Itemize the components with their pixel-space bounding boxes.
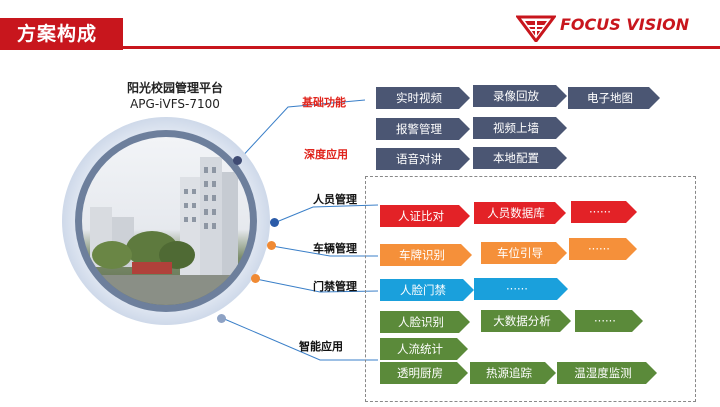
dot-smart bbox=[217, 314, 226, 323]
campus-photo bbox=[82, 137, 250, 305]
box-temp-humid: 温湿度监测 bbox=[557, 362, 657, 384]
box-kitchen: 透明厨房 bbox=[380, 362, 468, 384]
dot-vehicle bbox=[267, 241, 276, 250]
dot-access bbox=[251, 274, 260, 283]
box-realtime-video: 实时视频 bbox=[376, 87, 470, 109]
box-vehicle-more: ······ bbox=[569, 238, 637, 260]
category-deep: 深度应用 bbox=[304, 148, 348, 161]
box-emap: 电子地图 bbox=[568, 87, 660, 109]
box-person-more: ······ bbox=[571, 201, 637, 223]
logo-text: FOCUS VISION bbox=[560, 15, 690, 34]
box-face-recog: 人脸识别 bbox=[380, 311, 470, 333]
category-vehicle: 车辆管理 bbox=[313, 242, 357, 255]
platform-label: 阳光校园管理平台 APG-iVFS-7100 bbox=[105, 80, 245, 112]
box-playback: 录像回放 bbox=[473, 85, 567, 107]
box-local-config: 本地配置 bbox=[473, 147, 567, 169]
extended-functions-region bbox=[365, 176, 696, 402]
box-plate-recog: 车牌识别 bbox=[380, 244, 472, 266]
category-personnel: 人员管理 bbox=[313, 193, 357, 206]
title-rule bbox=[0, 46, 720, 49]
shield-logo-icon bbox=[515, 15, 557, 44]
dot-basic bbox=[233, 156, 242, 165]
dot-personnel bbox=[270, 218, 279, 227]
platform-model: APG-iVFS-7100 bbox=[130, 97, 220, 111]
focus-vision-logo: FOCUS VISION bbox=[515, 14, 716, 44]
box-flow-count: 人流统计 bbox=[380, 338, 468, 360]
box-intercom: 语音对讲 bbox=[376, 148, 470, 170]
category-smart: 智能应用 bbox=[299, 340, 343, 353]
box-access-more: ······ bbox=[474, 278, 568, 300]
category-access: 门禁管理 bbox=[313, 280, 357, 293]
box-id-match: 人证比对 bbox=[380, 205, 470, 227]
page-title: 方案构成 bbox=[0, 18, 123, 50]
box-alarm: 报警管理 bbox=[376, 118, 470, 140]
box-space-guide: 车位引导 bbox=[481, 242, 567, 264]
category-basic: 基础功能 bbox=[302, 96, 346, 109]
box-video-wall: 视频上墙 bbox=[473, 117, 567, 139]
box-face-access: 人脸门禁 bbox=[380, 279, 474, 301]
box-heat-track: 热源追踪 bbox=[470, 362, 556, 384]
box-person-db: 人员数据库 bbox=[474, 202, 566, 224]
box-smart-more: ······ bbox=[575, 310, 643, 332]
platform-name: 阳光校园管理平台 bbox=[126, 81, 223, 95]
box-big-data: 大数据分析 bbox=[481, 310, 571, 332]
